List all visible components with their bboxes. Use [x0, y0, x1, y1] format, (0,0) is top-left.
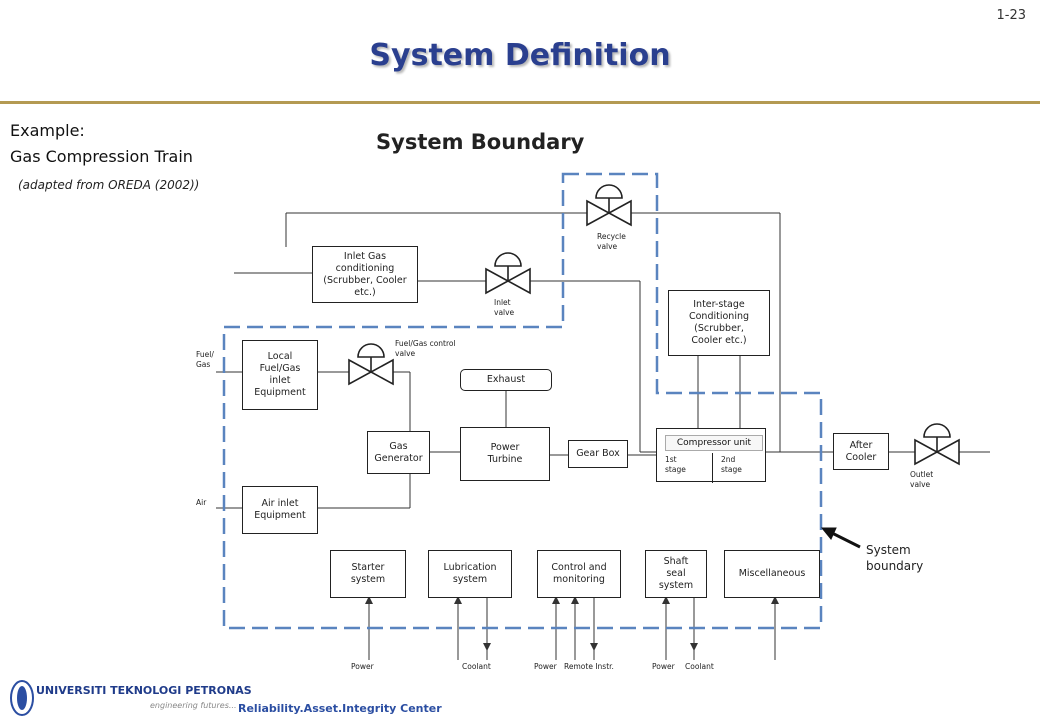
example-line-2: Gas Compression Train — [10, 147, 193, 166]
shaft-seal-coolant-label: Coolant — [685, 662, 714, 671]
shaft-seal-power-label: Power — [652, 662, 675, 671]
compressor-unit-label: Compressor unit — [665, 435, 763, 451]
slide-title: System Definition — [369, 38, 671, 73]
starter-system-box: Starter system — [330, 550, 406, 598]
control-power-label: Power — [534, 662, 557, 671]
miscellaneous-box: Miscellaneous — [724, 550, 820, 598]
compressor-unit-box: Compressor unit 1st stage 2nd stage — [656, 428, 766, 483]
starter-power-label: Power — [351, 662, 374, 671]
inlet-gas-conditioning-box: Inlet Gas conditioning (Scrubber, Cooler… — [312, 246, 418, 303]
exhaust-box: Exhaust — [460, 369, 552, 391]
power-turbine-box: Power Turbine — [460, 427, 550, 481]
control-monitoring-box: Control and monitoring — [537, 550, 621, 598]
lubrication-system-box: Lubrication system — [428, 550, 512, 598]
system-boundary-line — [222, 172, 823, 630]
gear-box: Gear Box — [568, 440, 628, 468]
fuel-gas-control-valve-label: Fuel/Gas control valve — [395, 339, 456, 358]
footer-center-text: Reliability.Asset.Integrity Center — [238, 702, 442, 715]
stage-1-label: 1st stage — [665, 455, 686, 474]
lubrication-coolant-label: Coolant — [462, 662, 491, 671]
page-number: 1-23 — [996, 8, 1026, 23]
outlet-valve-symbol — [914, 423, 960, 466]
air-input-label: Air — [196, 498, 207, 507]
remote-instr-label: Remote Instr. — [564, 662, 614, 671]
interstage-conditioning-box: Inter-stage Conditioning (Scrubber, Cool… — [668, 290, 770, 356]
example-line-1: Example: — [10, 121, 85, 140]
system-boundary-label: System boundary — [866, 543, 924, 573]
gas-generator-box: Gas Generator — [367, 431, 430, 474]
fuel-gas-control-valve-symbol — [348, 343, 394, 386]
fuel-gas-input-label: Fuel/ Gas — [196, 350, 214, 369]
shaft-seal-system-box: Shaft seal system — [645, 550, 707, 598]
local-fuel-gas-inlet-box: Local Fuel/Gas inlet Equipment — [242, 340, 318, 410]
diagram-heading: System Boundary — [376, 130, 585, 154]
utp-emblem-icon — [10, 680, 34, 716]
after-cooler-box: After Cooler — [833, 433, 889, 470]
arrowheads — [365, 596, 779, 651]
air-inlet-equipment-box: Air inlet Equipment — [242, 486, 318, 534]
recycle-valve-label: Recycle valve — [597, 232, 626, 251]
university-tagline: engineering futures... — [150, 701, 237, 710]
recycle-valve-symbol — [586, 184, 632, 227]
boundary-pointer-arrow — [820, 527, 861, 549]
stage-divider — [712, 453, 713, 483]
inlet-valve-symbol — [485, 252, 531, 295]
source-note: (adapted from OREDA (2002)) — [18, 178, 200, 192]
stage-2-label: 2nd stage — [721, 455, 742, 474]
inlet-valve-label: Inlet valve — [494, 298, 515, 317]
example-label: Example: Gas Compression Train — [10, 118, 193, 170]
university-name: UNIVERSITI TEKNOLOGI PETRONAS — [36, 684, 252, 697]
university-logo: UNIVERSITI TEKNOLOGI PETRONAS engineerin… — [0, 676, 252, 720]
outlet-valve-label: Outlet valve — [910, 470, 934, 489]
title-divider — [0, 101, 1040, 104]
